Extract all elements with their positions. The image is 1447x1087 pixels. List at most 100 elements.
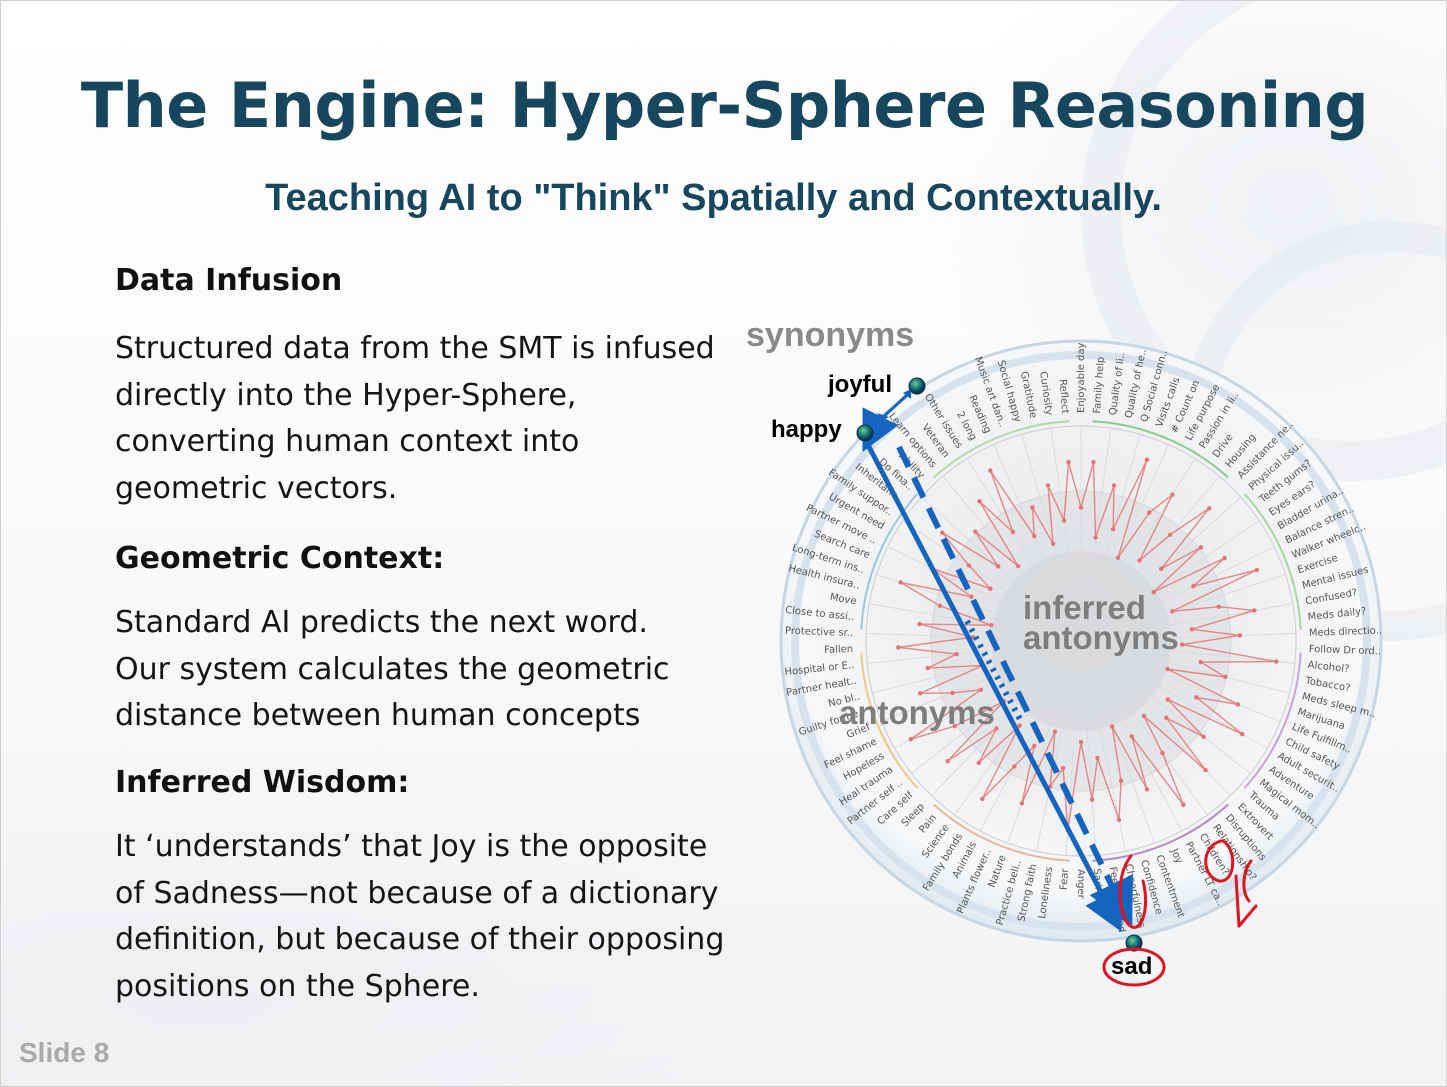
radial-point xyxy=(1164,715,1169,721)
radial-point xyxy=(1032,533,1037,539)
radial-point xyxy=(917,621,922,627)
radial-point xyxy=(1223,674,1228,680)
grid-spoke xyxy=(1006,697,1061,844)
radial-point xyxy=(1147,510,1152,515)
ring-label: Move xyxy=(829,592,857,607)
radial-point xyxy=(1078,740,1084,745)
grid-spoke xyxy=(1139,655,1290,694)
joy-circle-annotation xyxy=(1204,839,1235,883)
joy-arrow-annotation xyxy=(1234,874,1258,928)
grid-spoke xyxy=(1092,699,1127,852)
section-heading: Data Infusion xyxy=(115,263,343,298)
radial-point xyxy=(896,645,901,650)
radial-point xyxy=(1170,492,1175,497)
grid-spoke xyxy=(1097,434,1141,584)
section-body: Structured data from the SMT is infused … xyxy=(115,331,715,506)
radial-point xyxy=(1179,642,1185,647)
section-body: It ‘understands’ that Joy is the opposit… xyxy=(115,829,725,1004)
radial-point xyxy=(1181,802,1186,807)
joyful-point xyxy=(908,377,926,395)
sadness-circle-annotation xyxy=(1118,854,1148,929)
radial-point xyxy=(994,726,999,731)
radial-point xyxy=(1203,767,1208,773)
inferred-antonyms-line2: antonyms xyxy=(1023,619,1179,656)
radial-point xyxy=(1222,555,1227,561)
radial-point xyxy=(954,651,959,657)
radial-point xyxy=(1191,584,1196,589)
grid-spoke xyxy=(920,496,1037,602)
radial-point xyxy=(940,530,945,535)
sad-circle-annotation xyxy=(1102,947,1166,987)
radial-point xyxy=(1060,765,1066,771)
section-geometric-context: Geometric Context: Standard AI predicts … xyxy=(115,541,755,740)
grid-spoke xyxy=(1108,693,1183,832)
category-arc xyxy=(860,493,919,630)
radial-point xyxy=(989,622,994,628)
grid-spoke xyxy=(1104,444,1169,587)
category-arc xyxy=(1243,493,1302,630)
grid-spoke xyxy=(1112,458,1196,591)
radial-point xyxy=(966,563,972,568)
radial-point xyxy=(1137,558,1142,563)
radial-point xyxy=(1030,505,1035,510)
radial-point xyxy=(1089,797,1095,802)
radial-point xyxy=(1066,459,1071,465)
section-data-infusion: Data Infusion Structured data from the S… xyxy=(115,263,755,512)
grid-spoke xyxy=(1101,697,1156,844)
radial-point xyxy=(1144,787,1150,792)
happy-label: happy xyxy=(771,416,842,443)
grid-spoke xyxy=(866,632,1022,640)
radial-point xyxy=(1274,659,1279,664)
category-arcs xyxy=(860,420,1302,862)
radial-point xyxy=(1167,532,1173,538)
grid-spoke xyxy=(1136,663,1281,723)
radial-point xyxy=(1019,800,1025,806)
category-arc xyxy=(860,652,919,789)
sad-point xyxy=(1125,934,1143,952)
radial-point xyxy=(1109,724,1115,729)
grid-spoke xyxy=(1137,574,1286,623)
radial-point xyxy=(925,665,930,671)
category-arc xyxy=(1092,803,1229,862)
radial-point xyxy=(898,580,903,585)
grid-spoke xyxy=(1127,677,1251,774)
radial-point xyxy=(1237,633,1243,638)
radial-point xyxy=(1095,755,1100,761)
grid-spoke xyxy=(954,689,1047,816)
radial-point xyxy=(1050,541,1056,546)
grid-spoke xyxy=(887,546,1028,616)
ring-label: Protective sr.. xyxy=(785,626,853,639)
slide-title: The Engine: Hyper-Sphere Reasoning xyxy=(80,69,1369,142)
radial-point xyxy=(1206,506,1212,511)
radial-point xyxy=(952,723,958,729)
radial-point xyxy=(1151,589,1156,595)
solid-arrow xyxy=(863,439,1122,932)
grid-spoke xyxy=(1050,428,1074,582)
category-arc xyxy=(1092,420,1229,479)
radial-point xyxy=(1252,608,1257,613)
grid-spoke xyxy=(966,458,1050,591)
radial-point xyxy=(1235,702,1241,707)
category-arc xyxy=(933,803,1070,862)
radial-point xyxy=(1010,529,1016,535)
radial-point xyxy=(1045,483,1051,488)
grid-spoke xyxy=(1140,603,1293,632)
category-arc xyxy=(933,420,1070,479)
radial-point xyxy=(1110,526,1116,532)
radial-point xyxy=(980,796,985,802)
slide-number: Slide 8 xyxy=(19,1037,110,1068)
ring-label: Follow Dr ord.. xyxy=(1309,644,1382,658)
dotted-segment xyxy=(964,619,1024,723)
radial-point xyxy=(996,564,1001,569)
radial-point xyxy=(1216,604,1221,609)
radial-point xyxy=(908,737,914,742)
section-heading: Inferred Wisdom: xyxy=(115,765,410,800)
ring-label: Enjoyable day xyxy=(1076,342,1087,413)
radial-plot xyxy=(896,457,1279,833)
synonym-arrow-heads xyxy=(877,389,911,421)
category-arc xyxy=(1243,652,1302,789)
radial-point xyxy=(1012,764,1017,769)
grid-spoke xyxy=(1021,434,1065,584)
radial-point xyxy=(1129,734,1134,739)
grid-spoke xyxy=(1134,546,1275,616)
